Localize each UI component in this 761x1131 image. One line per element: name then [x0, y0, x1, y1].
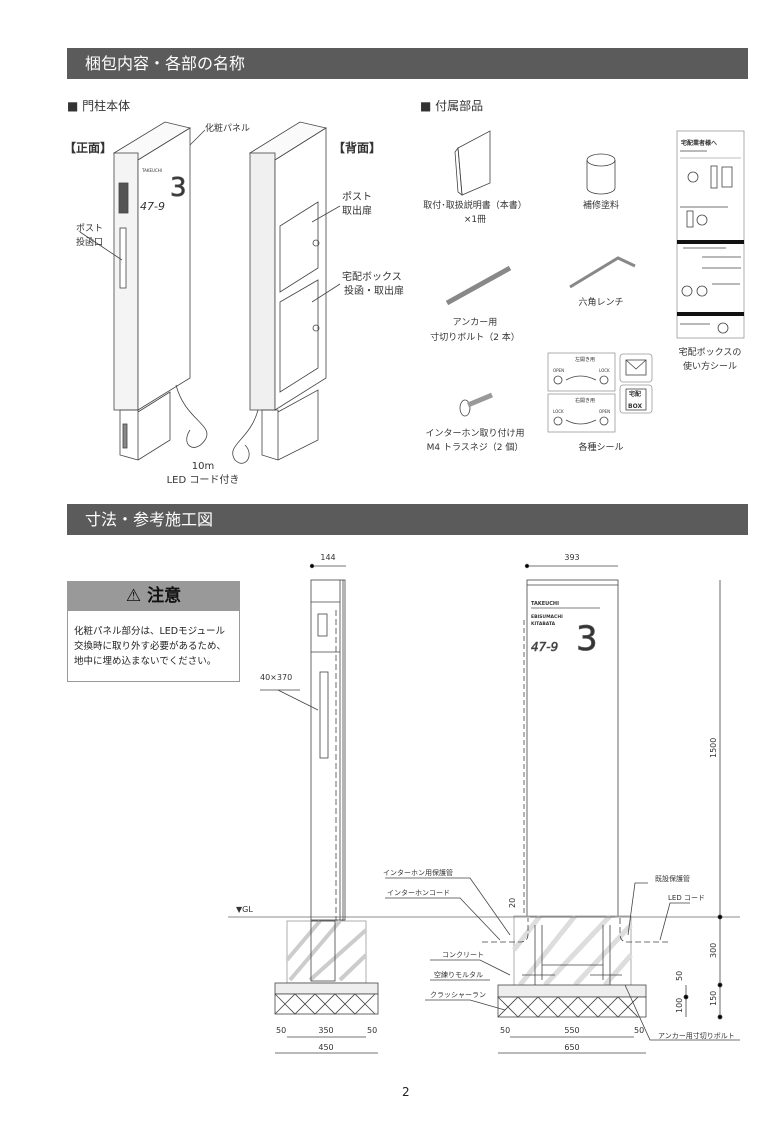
accessory-label-bolt: アンカー用 — [453, 317, 498, 328]
accessory-label-manual: 取付･取扱説明書（本書） — [423, 199, 527, 211]
dim-depth: 300 — [709, 943, 718, 958]
seal-box-label-2: BOX — [628, 403, 642, 410]
nameplate-number: 47-9 — [140, 200, 165, 213]
callout-mortar: 空練りモルタル — [434, 970, 483, 979]
dim-left-margin-2: 50 — [367, 1026, 377, 1035]
section-header-dimensions: 寸法・参考施工図 — [67, 504, 748, 535]
dim-right-margin-2: 50 — [634, 1026, 644, 1035]
accessory-label-bolt-2: 寸切りボルト（2 本） — [430, 331, 520, 343]
dim-right-total: 650 — [564, 1043, 579, 1052]
delivery-door-label: 宅配ボックス — [342, 270, 402, 283]
cord-length-label: 10m — [192, 461, 214, 472]
seal-open-label-2: OPEN — [599, 409, 610, 414]
front-view-label: 【正面】 — [64, 140, 112, 155]
post-door-label: ポスト — [342, 191, 372, 203]
accessory-label-usage-sheet: 宅配ボックスの — [679, 346, 742, 358]
touch-up-paint-drawing — [586, 153, 616, 195]
dim-base-total: 150 — [709, 991, 718, 1006]
elevation-nameplate-address2: KITABATA — [531, 621, 556, 627]
elevation-nameplate-address1: EBISUMACHI — [531, 614, 563, 620]
usage-sheet-drawing: 宅配業者様へ — [676, 130, 745, 339]
caution-title: 注意 — [147, 586, 182, 606]
post-door-label-2: 取出扉 — [342, 204, 372, 217]
envelope-icon — [625, 359, 647, 376]
side-elevation-drawing — [260, 563, 379, 1054]
section-header-contents: 梱包内容・各部の名称 — [67, 48, 748, 79]
seal-open-label: OPEN — [553, 368, 564, 373]
dim-gap: 20 — [508, 898, 517, 908]
seal-set-drawing: 左開き用 OPEN LOCK 右開き用 LOCK OPEN 宅配 BOX — [547, 352, 653, 433]
back-view-label: 【背面】 — [333, 140, 381, 155]
delivery-door-label-2: 投函・取出扉 — [344, 284, 404, 297]
callout-led-cord: LED コード — [668, 894, 705, 902]
elevation-nameplate-name: TAKEUCHI — [531, 601, 559, 607]
delivery-box-icon — [625, 388, 647, 411]
accessories-heading: ■ 付属部品 — [420, 98, 483, 113]
dim-right-core: 550 — [564, 1026, 579, 1035]
accessory-label-usage-sheet-2: 使い方シール — [683, 360, 737, 372]
caution-line: 化粧パネル部分は、LEDモジュール — [74, 626, 225, 637]
caution-line: 地中に埋め込まないでください。 — [74, 656, 217, 667]
dim-gl: ▼GL — [236, 905, 253, 914]
dim-height: 1500 — [709, 738, 718, 758]
anchor-bolt-drawing — [445, 265, 512, 306]
callout-concrete: コンクリート — [442, 951, 484, 959]
dim-slot: 40×370 — [260, 673, 292, 682]
seal-left-open-label: 左開き用 — [575, 356, 595, 363]
manual-booklet-drawing — [454, 130, 491, 196]
accessory-label-seals: 各種シール — [578, 441, 623, 453]
seal-lock-label: LOCK — [599, 368, 610, 373]
seal-lock-label-2: LOCK — [553, 409, 564, 414]
callout-intercom-pipe: インターホン用保護管 — [383, 868, 453, 877]
front-view-drawing: TAKEUCHI 47-9 3 — [79, 121, 208, 461]
post-slot-label: ポスト — [76, 223, 103, 234]
dim-crusher: 100 — [675, 998, 684, 1013]
nameplate-big-number: 3 — [170, 173, 187, 203]
dim-left-total: 450 — [318, 1043, 333, 1052]
caution-header: ⚠ 注意 — [68, 582, 239, 611]
accessory-label-wrench: 六角レンチ — [578, 296, 623, 308]
callout-anchor-bolt: アンカー用寸切りボルト — [658, 1031, 735, 1040]
dim-side-width: 144 — [320, 553, 335, 562]
cord-label: LED コード付き — [167, 473, 240, 486]
hex-wrench-drawing — [569, 256, 636, 289]
section-title: 梱包内容・各部の名称 — [85, 54, 246, 73]
accessory-label-paint: 補修塗料 — [583, 199, 619, 211]
caution-line: 交換時に取り外す必要があるため、 — [74, 641, 227, 652]
caution-box: ⚠ 注意 化粧パネル部分は、LEDモジュール 交換時に取り外す必要があるため、 … — [67, 581, 240, 682]
usage-sheet-title: 宅配業者様へ — [681, 139, 717, 147]
dim-left-margin: 50 — [276, 1026, 286, 1035]
main-unit-heading: ■ 門柱本体 — [67, 98, 130, 113]
caution-body: 化粧パネル部分は、LEDモジュール 交換時に取り外す必要があるため、 地中に埋め… — [68, 611, 239, 669]
front-elevation-drawing: TAKEUCHI EBISUMACHI KITABATA 47-9 3 — [228, 563, 740, 1054]
callout-intercom-cord: インターホンコード — [387, 888, 450, 897]
labels: ■ 門柱本体 【正面】 【背面】 化粧パネル ポスト 投函口 ポスト 取出扉 宅… — [64, 98, 741, 1052]
dim-mortar: 50 — [675, 971, 684, 981]
elevation-nameplate-big-number: 3 — [576, 619, 598, 659]
dim-left-core: 350 — [318, 1026, 333, 1035]
elevation-nameplate-number: 47-9 — [531, 640, 558, 654]
accessory-label-screw-2: M4 トラスネジ（2 個） — [427, 441, 524, 453]
nameplate-name: TAKEUCHI — [141, 168, 162, 173]
section-title: 寸法・参考施工図 — [85, 510, 214, 529]
callout-existing-pipe: 既設保護管 — [655, 874, 690, 883]
page-number: 2 — [402, 1085, 410, 1099]
warning-triangle-icon: ⚠ — [125, 586, 142, 606]
seal-box-label-1: 宅配 — [629, 390, 641, 398]
dim-front-width: 393 — [564, 553, 579, 562]
back-view-drawing — [232, 121, 341, 464]
post-slot-label-2: 投函口 — [76, 236, 103, 248]
panel-label: 化粧パネル — [205, 122, 250, 134]
accessory-label-screw: インターホン取り付け用 — [425, 428, 524, 439]
seal-right-open-label: 右開き用 — [575, 397, 595, 404]
callout-crusher-run: クラッシャーラン — [430, 991, 486, 999]
dim-right-margin: 50 — [500, 1026, 510, 1035]
accessory-label-manual-qty: ×1冊 — [464, 214, 486, 225]
truss-screw-drawing — [459, 392, 493, 417]
